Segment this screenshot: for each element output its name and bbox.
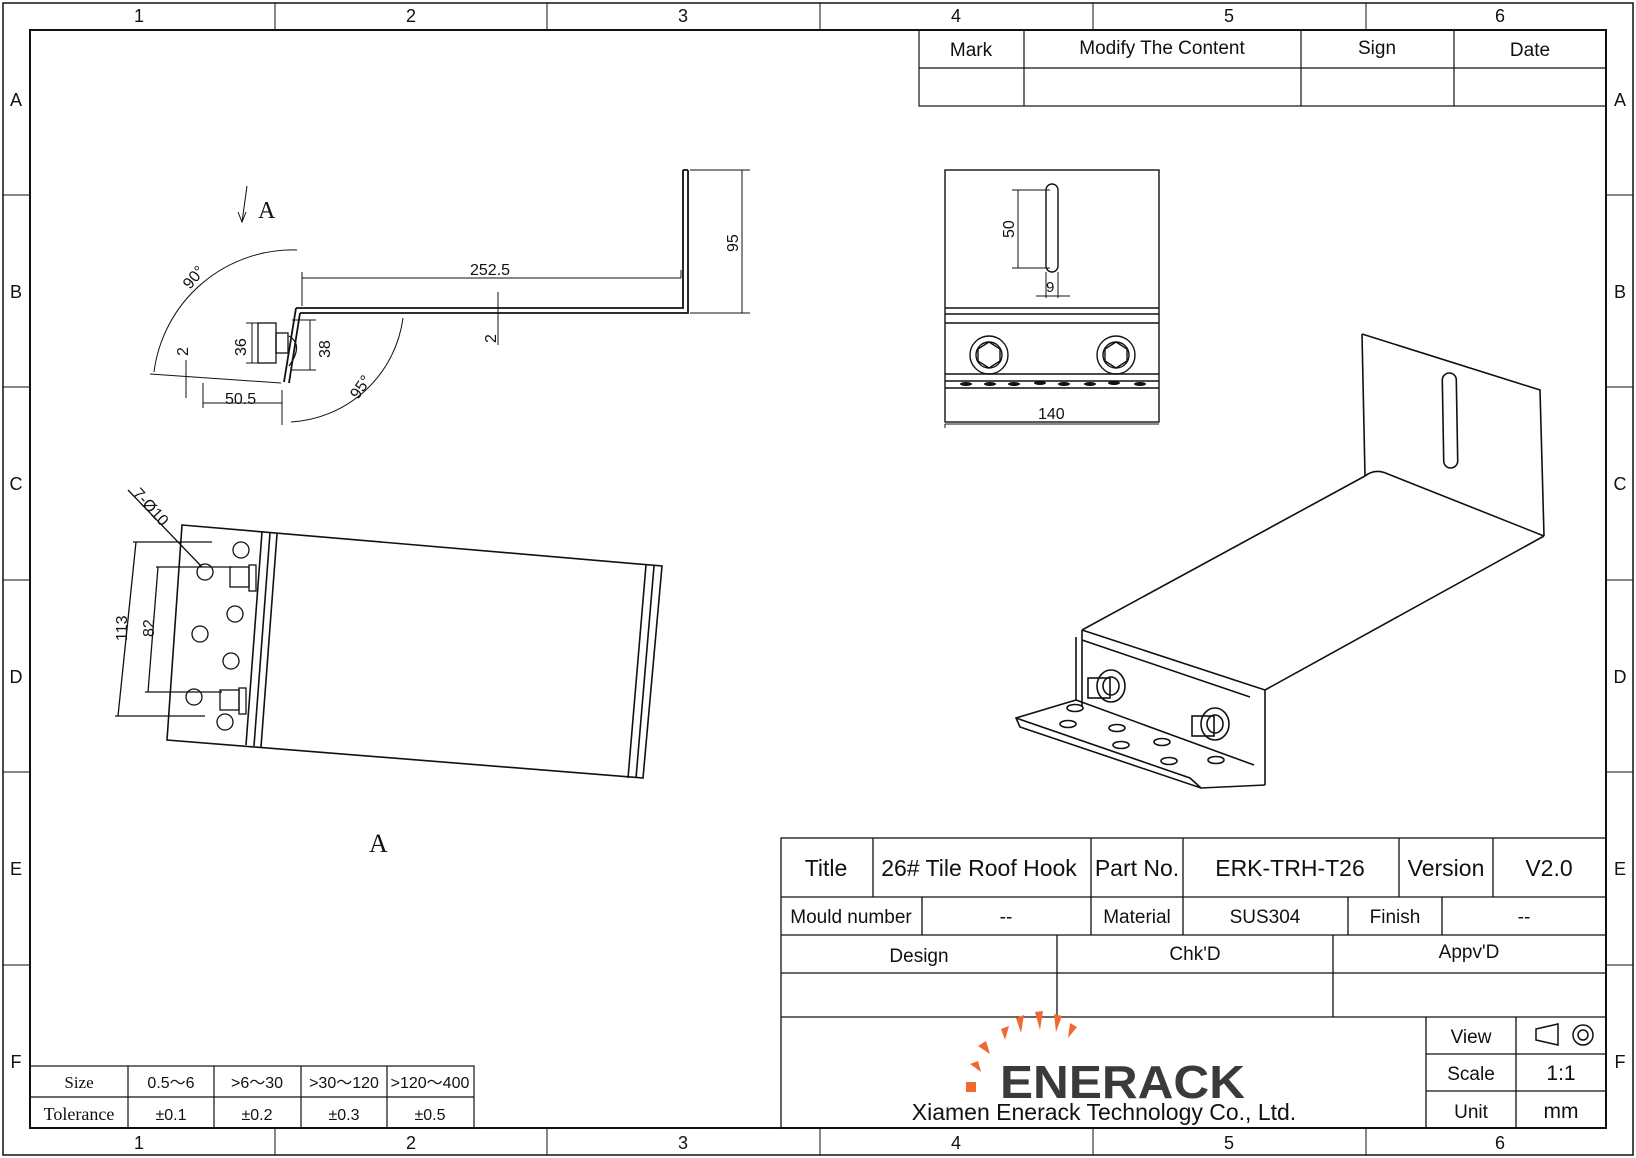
partno-label: Part No. (1095, 855, 1179, 881)
row-label: D (10, 667, 23, 687)
material-value: SUS304 (1230, 907, 1301, 928)
version-value: V2.0 (1525, 855, 1572, 881)
row-label: A (10, 90, 22, 110)
dim-50-5: 50.5 (225, 391, 256, 408)
col-label: 2 (406, 1133, 416, 1153)
row-label: D (1614, 667, 1627, 687)
chkd-label: Chk'D (1169, 944, 1220, 965)
side-view: A 252.5 95 2 90° 95° 2 36 38 50.5 (149, 169, 750, 425)
dim-38: 38 (317, 340, 334, 358)
row-label: C (10, 474, 23, 494)
view-a-label: A (369, 829, 388, 858)
dim-50: 50 (1001, 220, 1018, 238)
col-label: 6 (1495, 1133, 1505, 1153)
row-label: F (1615, 1052, 1626, 1072)
projection-symbol-icon (1535, 1023, 1594, 1046)
dim-82: 82 (141, 619, 158, 637)
dim-140: 140 (1038, 406, 1065, 423)
col-label: 3 (678, 6, 688, 26)
version-label: Version (1408, 855, 1485, 881)
tolerance-cell: ±0.3 (328, 1107, 359, 1124)
tolerance-cell: ±0.1 (155, 1107, 186, 1124)
dim-2-left: 2 (175, 347, 192, 356)
tolerance-table: Size Tolerance 0.5～6 >6～30 >30～120 >120～… (29, 1065, 475, 1129)
angle-90: 90° (180, 263, 209, 292)
title-block: Title 26# Tile Roof Hook Part No. ERK-TR… (780, 837, 1607, 1129)
dim-36: 36 (233, 338, 250, 356)
mould-label: Mould number (790, 907, 912, 928)
dim-9: 9 (1046, 279, 1054, 296)
scale-value: 1:1 (1546, 1062, 1575, 1085)
col-label: 5 (1224, 6, 1234, 26)
view-label: View (1451, 1027, 1492, 1048)
revision-table: Mark Modify The Content Sign Date (918, 29, 1607, 107)
rev-header-content: Modify The Content (1079, 38, 1245, 59)
finish-label: Finish (1370, 907, 1421, 928)
col-label: 1 (134, 6, 144, 26)
view-a-marker: A (258, 198, 276, 224)
unit-value: mm (1544, 1100, 1579, 1123)
partno-value: ERK-TRH-T26 (1215, 855, 1365, 881)
top-view: 7-Ø10 113 82 A (114, 485, 663, 858)
row-label: F (11, 1052, 22, 1072)
row-label: B (1614, 282, 1626, 302)
design-label: Design (889, 946, 948, 967)
company-name: Xiamen Enerack Technology Co., Ltd. (912, 1099, 1296, 1125)
front-view: 50 9 140 (944, 169, 1160, 428)
size-label: Size (64, 1073, 93, 1092)
tolerance-cell: ±0.2 (241, 1107, 272, 1124)
title-label: Title (805, 855, 848, 881)
row-label: B (10, 282, 22, 302)
col-label: 4 (951, 6, 961, 26)
col-label: 2 (406, 6, 416, 26)
logo-text: ENERACK (1000, 1056, 1245, 1108)
dim-113: 113 (114, 615, 131, 641)
rev-header-mark: Mark (950, 40, 993, 61)
dim-95: 95 (725, 234, 742, 252)
tolerance-cell: ±0.5 (414, 1107, 445, 1124)
rev-header-date: Date (1510, 40, 1550, 61)
row-label: E (1614, 859, 1626, 879)
enerack-logo: ENERACK (966, 1011, 1245, 1108)
col-label: 6 (1495, 6, 1505, 26)
size-cell: 0.5～6 (147, 1075, 194, 1092)
size-cell: >30～120 (309, 1075, 379, 1092)
row-label: A (1614, 90, 1626, 110)
row-label: C (1614, 474, 1627, 494)
col-label: 4 (951, 1133, 961, 1153)
tolerance-label: Tolerance (44, 1104, 115, 1124)
holes-label: 7-Ø10 (129, 485, 171, 529)
row-label: E (10, 859, 22, 879)
isometric-view (1014, 333, 1545, 789)
material-label: Material (1103, 907, 1171, 928)
title-value: 26# Tile Roof Hook (881, 855, 1077, 881)
col-label: 5 (1224, 1133, 1234, 1153)
dim-252-5: 252.5 (470, 262, 510, 279)
dim-thickness: 2 (483, 334, 500, 343)
scale-label: Scale (1447, 1064, 1495, 1085)
mould-value: -- (1000, 907, 1013, 928)
size-cell: >120～400 (391, 1075, 470, 1092)
appvd-label: Appv'D (1439, 942, 1500, 963)
column-ticks (3, 3, 1633, 1155)
rev-header-sign: Sign (1358, 38, 1396, 59)
size-cell: >6～30 (231, 1075, 283, 1092)
unit-label: Unit (1454, 1102, 1489, 1123)
col-label: 3 (678, 1133, 688, 1153)
angle-95: 95° (347, 373, 375, 403)
col-label: 1 (134, 1133, 144, 1153)
finish-value: -- (1518, 907, 1531, 928)
